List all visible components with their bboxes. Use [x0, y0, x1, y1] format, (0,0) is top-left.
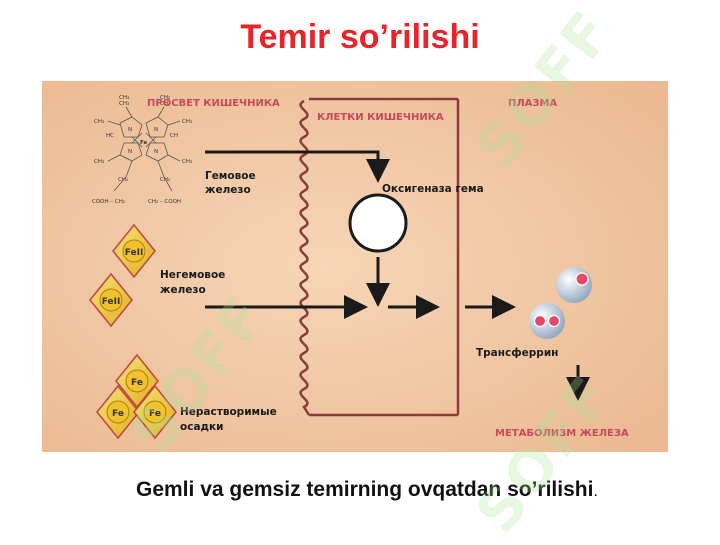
nonheme-iron-label-line1: Негемовое [160, 269, 225, 281]
ion-fe-label-right: Fe [149, 409, 161, 419]
heme-ch3-bottom-left: CH₃ [94, 159, 104, 165]
ion-fe-label-top: Fe [131, 378, 143, 388]
caption-text: Gemli va gemsiz temirning ovqatdan so’ri… [136, 478, 594, 501]
insoluble-iron-diamond-right: Fe [133, 384, 177, 440]
nonheme-iron-diamond-1: FeII [112, 223, 156, 279]
slide-caption: Gemli va gemsiz temirning ovqatdan so’ri… [136, 478, 598, 502]
insoluble-iron-diamond-left: Fe [96, 384, 140, 440]
heme-n4: N [154, 149, 158, 155]
heme-n3: N [128, 149, 132, 155]
heme-ch2-left: CH₂ [118, 177, 128, 183]
insoluble-label-line2: осадки [180, 421, 224, 433]
heme-ch2-top-right: CH₂ [160, 95, 170, 101]
heme-ch-right: CH [170, 133, 178, 139]
heme-ch3-left: CH₃ [94, 119, 104, 125]
region-metabolism-label: МЕТАБОЛИЗМ ЖЕЛЕЗА [495, 428, 629, 439]
heme-fe: Fe [140, 140, 148, 146]
nonheme-iron-diamond-2: FeII [89, 272, 133, 328]
heme-hc-left: HC [106, 133, 114, 139]
cell-boundary [309, 97, 460, 417]
heme-oxygenase-label: Оксигеназа гема [382, 183, 484, 195]
heme-oxygenase-sphere [348, 193, 408, 253]
nonheme-iron-label-line2: железо [160, 284, 206, 296]
region-lumen-label: ПРОСВЕТ КИШЕЧНИКА [147, 98, 280, 109]
slide-title: Temir so’rilishi [240, 18, 480, 56]
ion-fe-label-left: Fe [112, 409, 124, 419]
heme-ch3-bottom-right: CH₃ [182, 159, 192, 165]
heme-ch3-right: CH₃ [182, 119, 192, 125]
arrow-heme-iron [205, 150, 390, 183]
heme-ch2-right: CH₂ [160, 177, 170, 183]
heme-iron-label-line2: железо [205, 184, 251, 196]
transferrin-sphere-bottom [529, 303, 565, 339]
insoluble-iron-diamond-top: Fe [115, 353, 159, 409]
heme-ch3-top-left: CH₃ [119, 101, 129, 107]
heme-cooh-right: CH₂ – COOH [148, 199, 181, 205]
heme-ch3-top: CH₃ [119, 95, 129, 101]
brush-border-membrane [299, 99, 311, 416]
insoluble-label-line1: Нерастворимые [180, 406, 277, 418]
ion-fe3-label-1: FeII [125, 248, 144, 258]
iron-absorption-diagram: CH₃ CH CH₂ CH₃ CH₃ CH₃ HC CH Fe N N N N … [42, 81, 668, 452]
transferrin-label: Трансферрин [476, 347, 558, 359]
ion-fe3-label-2: FeII [102, 297, 121, 307]
arrows [205, 150, 590, 401]
heme-n1: N [128, 127, 132, 133]
caption-dot: . [593, 483, 598, 500]
region-plasma-label: ПЛАЗМА [508, 98, 557, 109]
region-cells-label: КЛЕТКИ КИШЕЧНИКА [317, 112, 444, 123]
heme-ch-top-right: CH [160, 101, 168, 107]
heme-molecule: CH₃ CH CH₂ CH₃ CH₃ CH₃ HC CH Fe N N N N … [92, 95, 192, 205]
heme-cooh-left: COOH – CH₂ [92, 199, 125, 205]
heme-n2: N [154, 127, 158, 133]
heme-iron-label-line1: Гемовое [205, 170, 256, 182]
transferrin-sphere-top [556, 267, 592, 303]
